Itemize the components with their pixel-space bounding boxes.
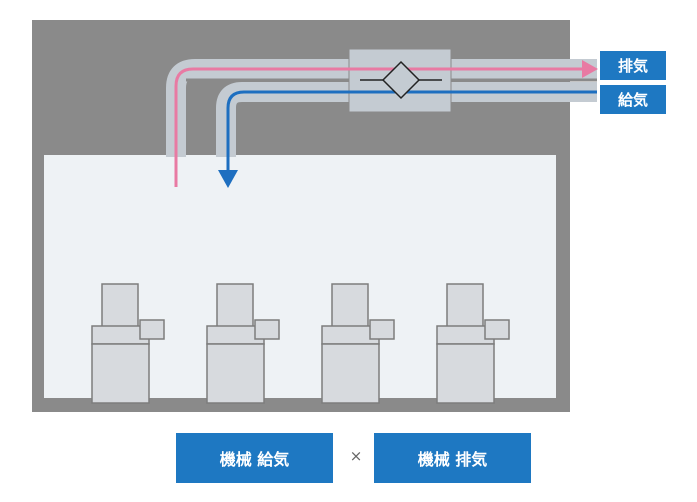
machine-icon xyxy=(91,283,165,404)
machine-icon xyxy=(436,283,510,404)
machines-group xyxy=(91,283,510,404)
machine-supply-button[interactable]: 機械 給気 xyxy=(176,433,333,483)
exhaust-arrowhead xyxy=(582,60,598,78)
exhaust-label: 排気 xyxy=(600,51,666,80)
machine-exhaust-button[interactable]: 機械 排気 xyxy=(374,433,531,483)
times-operator: × xyxy=(349,447,363,465)
supply-air-line xyxy=(226,90,597,172)
exhaust-air-line xyxy=(174,67,584,187)
exchanger-symbol xyxy=(360,60,442,100)
machine-icon xyxy=(206,283,280,404)
supply-arrowhead xyxy=(218,170,238,188)
supply-label: 給気 xyxy=(600,85,666,114)
machine-icon xyxy=(321,283,395,404)
